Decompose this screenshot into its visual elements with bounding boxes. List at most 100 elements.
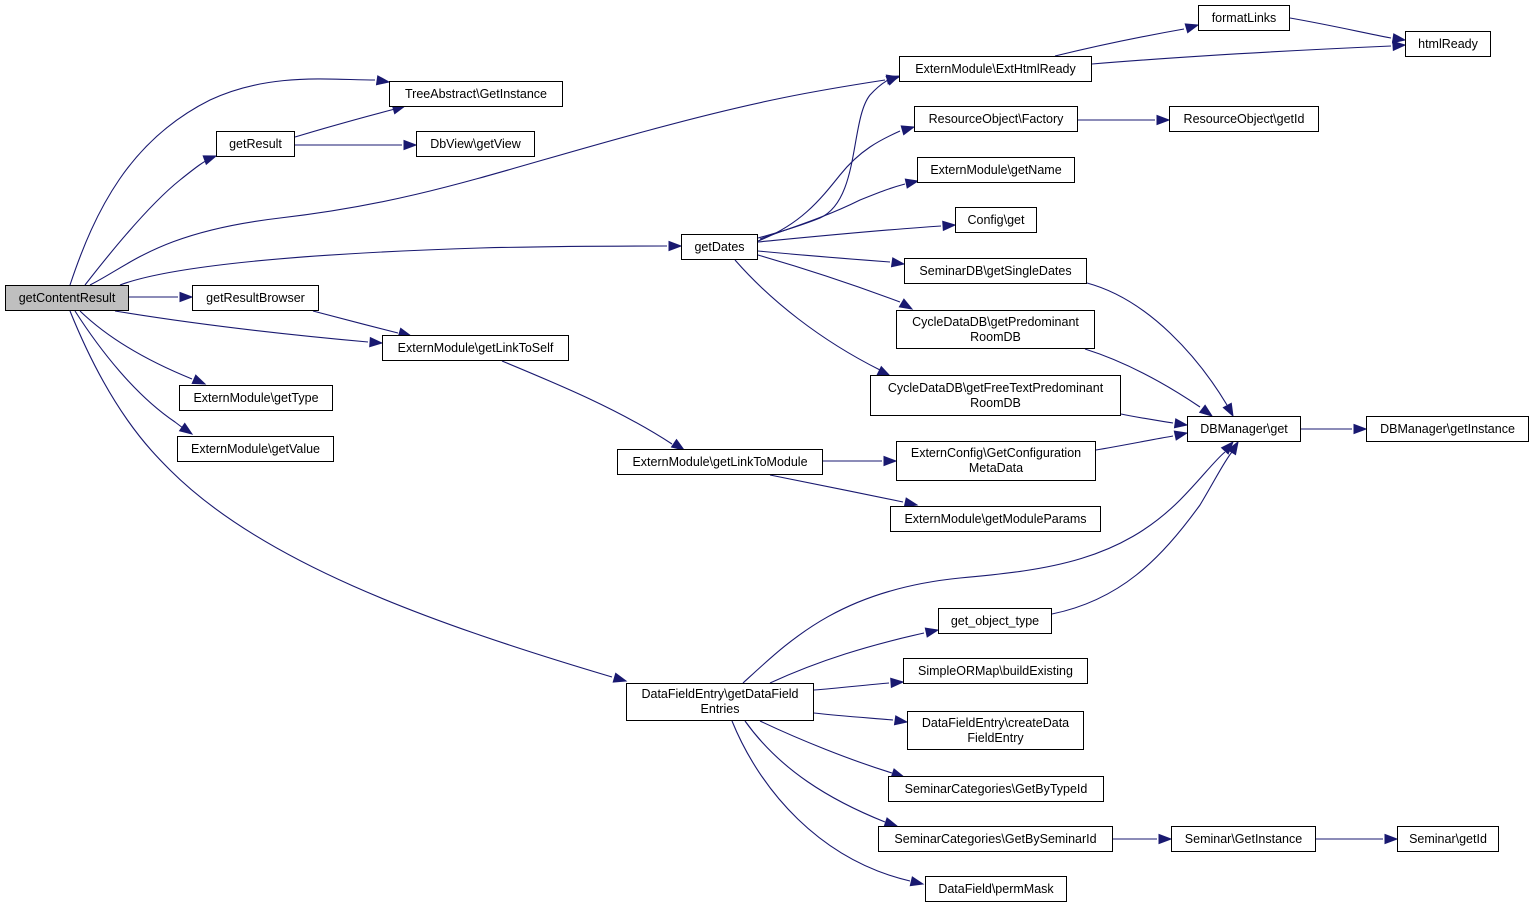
call-edge	[79, 310, 193, 380]
arrowhead	[924, 627, 940, 638]
node-seminar-getId[interactable]: Seminar\getId	[1397, 826, 1499, 852]
arrowhead	[1173, 418, 1189, 429]
arrowhead	[1353, 423, 1368, 435]
call-edge	[294, 108, 396, 138]
arrowhead	[375, 75, 391, 86]
call-edge	[757, 79, 889, 239]
call-edge	[1051, 451, 1233, 615]
node-externModule-getName[interactable]: ExternModule\getName	[917, 157, 1075, 183]
call-edge	[89, 79, 886, 286]
arrowhead	[1392, 40, 1407, 52]
arrowhead	[898, 298, 914, 310]
call-edge	[742, 451, 1226, 684]
call-edge	[757, 250, 891, 263]
arrowhead	[1158, 833, 1173, 845]
call-edge	[1084, 348, 1201, 408]
arrowhead	[909, 876, 925, 887]
node-externConfig-GetConfigurationMetaData[interactable]: ExternConfig\GetConfiguration MetaData	[896, 441, 1096, 481]
node-config-get[interactable]: Config\get	[955, 207, 1037, 233]
node-seminarCategories-GetByTypeId[interactable]: SeminarCategories\GetByTypeId	[888, 776, 1104, 802]
call-edge	[74, 310, 187, 431]
node-externModule-ExtHtmlReady[interactable]: ExternModule\ExtHtmlReady	[899, 56, 1092, 82]
call-edge	[744, 720, 886, 823]
call-edge	[312, 310, 399, 334]
node-externModule-getModuleParams[interactable]: ExternModule\getModuleParams	[890, 506, 1101, 532]
arrowhead	[1156, 114, 1171, 126]
call-edge	[119, 245, 668, 286]
node-getResult[interactable]: getResult	[216, 131, 295, 157]
arrowhead	[178, 422, 194, 435]
call-edge	[1086, 282, 1228, 406]
node-dbView-getView[interactable]: DbView\getView	[416, 131, 535, 157]
call-edge	[1120, 413, 1174, 424]
arrowhead	[885, 75, 901, 86]
node-formatLinks[interactable]: formatLinks	[1198, 5, 1290, 31]
call-edge	[813, 712, 894, 721]
call-edge	[69, 310, 613, 678]
call-edge	[731, 720, 911, 882]
arrowhead	[890, 257, 906, 268]
node-getResultBrowser[interactable]: getResultBrowser	[192, 285, 319, 311]
node-dataFieldEntry-getDataFieldEntries[interactable]: DataFieldEntry\getDataField Entries	[626, 683, 814, 721]
node-seminarCategories-GetBySeminarId[interactable]: SeminarCategories\GetBySeminarId	[878, 826, 1113, 852]
arrowhead	[903, 497, 919, 508]
arrowhead	[900, 125, 916, 136]
node-simpleORMap-buildExisting[interactable]: SimpleORMap\buildExisting	[903, 658, 1088, 684]
call-edge	[114, 310, 369, 343]
arrowhead	[1184, 23, 1200, 34]
call-edge	[769, 632, 925, 684]
arrowhead	[202, 155, 218, 166]
call-edge	[734, 259, 881, 371]
arrowhead	[369, 336, 384, 348]
node-externModule-getLinkToModule[interactable]: ExternModule\getLinkToModule	[617, 449, 823, 475]
node-resourceObject-Factory[interactable]: ResourceObject\Factory	[914, 106, 1078, 132]
arrowhead	[1222, 402, 1234, 418]
node-externModule-getLinkToSelf[interactable]: ExternModule\getLinkToSelf	[382, 335, 569, 361]
arrowhead	[191, 374, 207, 385]
arrowhead	[670, 438, 686, 451]
call-edge	[757, 130, 901, 242]
arrowhead	[1384, 833, 1399, 845]
node-treeAbstract-GetInstance[interactable]: TreeAbstract\GetInstance	[389, 81, 563, 107]
node-seminarDB-getSingleDates[interactable]: SeminarDB\getSingleDates	[904, 258, 1087, 284]
call-edge	[757, 254, 901, 303]
arrowhead	[1227, 440, 1239, 456]
node-getDates[interactable]: getDates	[681, 234, 758, 260]
node-dbManager-getInstance[interactable]: DBManager\getInstance	[1366, 416, 1529, 442]
call-edge	[769, 474, 904, 503]
arrowhead	[403, 139, 418, 151]
arrowhead	[942, 220, 957, 232]
node-cycleDataDB-getPredominantRoomDB[interactable]: CycleDataDB\getPredominant RoomDB	[896, 310, 1095, 349]
arrowhead	[1198, 404, 1214, 417]
call-edge	[84, 156, 215, 286]
arrowhead	[883, 455, 898, 467]
call-edge	[1054, 28, 1185, 57]
arrowhead	[612, 672, 628, 683]
node-getContentResult[interactable]: getContentResult	[5, 285, 129, 311]
node-resourceObject-getId[interactable]: ResourceObject\getId	[1169, 106, 1319, 132]
call-edge	[759, 720, 893, 774]
call-edge	[757, 225, 942, 243]
node-seminar-GetInstance[interactable]: Seminar\GetInstance	[1171, 826, 1316, 852]
node-externModule-getType[interactable]: ExternModule\getType	[179, 385, 333, 411]
call-edge	[813, 682, 890, 691]
call-edge	[69, 78, 376, 286]
node-get_object_type[interactable]: get_object_type	[938, 608, 1052, 634]
call-edge	[1095, 435, 1174, 451]
call-edge	[1289, 17, 1392, 39]
node-dataField-permMask[interactable]: DataField\permMask	[925, 876, 1067, 902]
node-dbManager-get[interactable]: DBManager\get	[1187, 416, 1301, 442]
node-cycleDataDB-getFreeTextPredominantRoomDB[interactable]: CycleDataDB\getFreeTextPredominant RoomD…	[870, 375, 1121, 416]
call-edge	[759, 183, 906, 240]
node-dataFieldEntry-createDataFieldEntry[interactable]: DataFieldEntry\createData FieldEntry	[907, 711, 1084, 750]
arrowhead	[890, 677, 905, 689]
arrowhead	[668, 240, 683, 252]
arrowhead	[1391, 33, 1407, 44]
arrowhead	[893, 715, 909, 726]
node-externModule-getValue[interactable]: ExternModule\getValue	[177, 436, 334, 462]
node-htmlReady[interactable]: htmlReady	[1405, 31, 1491, 57]
arrowhead	[179, 291, 194, 303]
arrowhead	[904, 178, 920, 189]
call-edge	[1091, 45, 1392, 65]
